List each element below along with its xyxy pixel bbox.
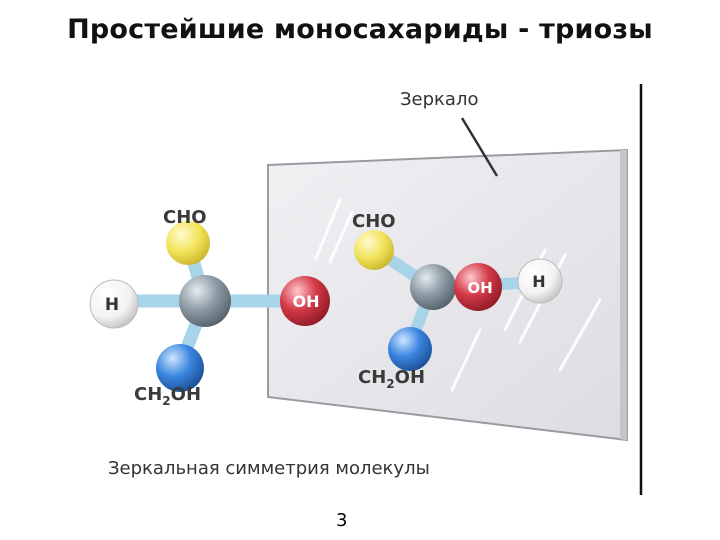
- right-molecule: H OH CHO CH2OH: [352, 211, 563, 391]
- cho-atom: [166, 221, 210, 265]
- reflected-hydrogen-atom: [517, 258, 563, 304]
- page-number: 3: [336, 510, 348, 531]
- hydroxyl-atom: [280, 276, 330, 326]
- carbon-atom: [179, 275, 231, 327]
- left-molecule: H OH CHO CH2OH: [89, 207, 330, 408]
- reflected-cho-atom: [354, 230, 394, 270]
- right-oh-label: OH: [467, 279, 492, 297]
- left-bottom-group-label: CH2OH: [134, 384, 201, 408]
- ch2oh-atom: [156, 344, 204, 392]
- page-title: Простейшие моносахариды - триозы: [67, 14, 653, 45]
- mirror-pointer-line: [460, 117, 499, 177]
- reflected-ch2oh-atom: [388, 327, 432, 371]
- left-top-group-label: CHO: [163, 207, 207, 228]
- mirror-label: Зеркало: [400, 89, 479, 110]
- right-bottom-group-label: CH2OH: [358, 367, 425, 391]
- right-top-group-label: CHO: [352, 211, 396, 232]
- reflected-carbon-atom: [410, 264, 456, 310]
- figure-caption: Зеркальная симметрия молекулы: [108, 458, 430, 479]
- reflected-hydroxyl-atom: [454, 263, 502, 311]
- left-oh-label: OH: [293, 292, 320, 311]
- left-h-label: H: [105, 295, 119, 315]
- hydrogen-atom: [89, 279, 139, 329]
- right-h-label: H: [532, 272, 545, 291]
